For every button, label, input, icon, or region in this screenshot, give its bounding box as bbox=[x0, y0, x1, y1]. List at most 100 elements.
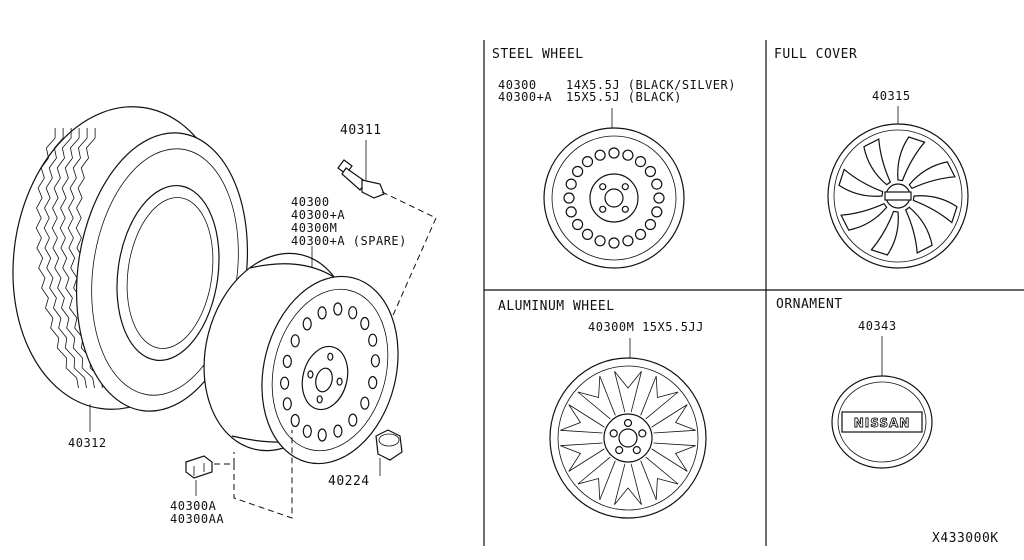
tire-illustration bbox=[12, 106, 249, 432]
vent-hole bbox=[317, 428, 327, 442]
aluminum-wheel-part-label: 40300M 15X5.5JJ bbox=[588, 320, 704, 334]
vent-hole bbox=[565, 206, 577, 218]
weight-leader-dashed bbox=[214, 430, 293, 519]
lug-hole bbox=[615, 446, 624, 455]
balance-weight-illustration bbox=[185, 455, 213, 496]
vent-hole bbox=[368, 333, 378, 347]
full-cover-title: FULL COVER bbox=[774, 47, 857, 62]
weight-part-label-1: 40300A bbox=[170, 499, 217, 513]
vent-hole bbox=[317, 306, 327, 320]
vent-hole bbox=[280, 376, 290, 390]
lug-hole bbox=[609, 429, 618, 438]
alu-spoke bbox=[640, 375, 679, 420]
vent-hole bbox=[571, 218, 584, 231]
cover-spoke bbox=[840, 202, 888, 231]
aluminum-wheel-lug-holes bbox=[609, 418, 647, 455]
vent-hole bbox=[282, 397, 292, 411]
cover-spoke bbox=[912, 195, 958, 224]
alu-spoke bbox=[560, 404, 605, 434]
vent-hole bbox=[333, 424, 343, 438]
vent-hole bbox=[348, 413, 358, 427]
vent-hole bbox=[651, 178, 663, 190]
lug-hole bbox=[632, 446, 641, 455]
cover-spoke bbox=[904, 206, 933, 254]
aluminum-wheel-title: ALUMINUM WHEEL bbox=[498, 299, 615, 314]
lug-hole bbox=[621, 183, 629, 191]
aluminum-wheel-spokes bbox=[560, 371, 696, 505]
vent-hole bbox=[644, 165, 657, 178]
diagram-code: X433000K bbox=[932, 531, 999, 546]
vent-hole bbox=[370, 354, 380, 368]
vent-hole bbox=[644, 218, 657, 231]
ornament-badge-text: NISSAN bbox=[854, 416, 911, 430]
alu-spoke bbox=[651, 442, 696, 472]
vent-hole bbox=[608, 147, 620, 159]
vent-hole bbox=[360, 316, 370, 331]
ornament-illustration: NISSAN bbox=[831, 375, 933, 469]
valve-illustration bbox=[337, 140, 385, 199]
lug-hole bbox=[316, 395, 323, 404]
alu-spoke bbox=[577, 375, 616, 420]
wheel-illustration bbox=[203, 246, 399, 465]
steel-wheel-illustration bbox=[543, 127, 685, 269]
weight-part-label-2: 40300AA bbox=[170, 512, 224, 526]
vent-hole bbox=[290, 334, 300, 348]
vent-hole bbox=[634, 156, 647, 168]
steel-wheel-vent-holes bbox=[563, 147, 665, 249]
tire-part-label: 40312 bbox=[68, 436, 107, 450]
aluminum-wheel-illustration bbox=[549, 357, 707, 519]
cover-spoke bbox=[838, 168, 884, 197]
full-cover-part-label: 40315 bbox=[872, 89, 911, 103]
alu-spoke bbox=[560, 442, 605, 472]
steel-wheel-lug-holes bbox=[599, 183, 629, 213]
vent-hole bbox=[622, 149, 634, 161]
ornament-part-label: 40343 bbox=[858, 319, 897, 333]
vent-hole bbox=[622, 235, 634, 247]
vent-hole bbox=[348, 306, 358, 320]
cover-spoke bbox=[870, 210, 899, 256]
vent-hole bbox=[282, 354, 292, 368]
panel-frame bbox=[483, 40, 1024, 546]
steel-wheel-part-2: 40300+A bbox=[498, 90, 552, 104]
cover-spoke bbox=[908, 161, 956, 190]
vent-hole bbox=[565, 178, 577, 190]
cover-spoke bbox=[863, 138, 892, 186]
vent-hole bbox=[333, 302, 343, 316]
full-cover-spokes bbox=[838, 136, 958, 256]
vent-hole bbox=[581, 156, 594, 168]
vent-hole bbox=[651, 206, 663, 218]
wheel-lug-holes bbox=[307, 352, 343, 404]
lug-hole bbox=[307, 370, 314, 379]
cover-spoke bbox=[897, 136, 926, 182]
lug-hole bbox=[623, 418, 633, 428]
alu-spoke bbox=[651, 404, 696, 434]
steel-wheel-spec-1: 14X5.5J (BLACK/SILVER) bbox=[566, 78, 736, 92]
vent-hole bbox=[290, 413, 300, 428]
lug-hole bbox=[621, 205, 629, 213]
wheel-part-labels: 40300 40300+A 40300M 40300+A (SPARE) bbox=[291, 195, 407, 248]
tread-groove bbox=[51, 128, 95, 389]
steel-wheel-title: STEEL WHEEL bbox=[492, 47, 584, 62]
wheel-part-label-3: 40300M bbox=[291, 221, 337, 235]
steel-wheel-spec-2: 15X5.5J (BLACK) bbox=[566, 90, 682, 104]
tread-groove bbox=[43, 128, 87, 389]
vent-hole bbox=[563, 192, 575, 204]
alu-spoke bbox=[614, 463, 642, 505]
alu-spoke bbox=[614, 371, 642, 413]
wheel-part-label-1: 40300 bbox=[291, 195, 330, 209]
vent-hole bbox=[302, 317, 312, 331]
lug-hole bbox=[599, 205, 607, 213]
vent-hole bbox=[368, 376, 378, 390]
vent-hole bbox=[594, 235, 606, 247]
vent-hole bbox=[571, 165, 584, 178]
vent-hole bbox=[634, 228, 647, 240]
vent-hole bbox=[653, 192, 665, 204]
lug-hole bbox=[599, 183, 607, 191]
vent-hole bbox=[360, 396, 370, 410]
wheel-part-label-2: 40300+A bbox=[291, 208, 345, 222]
vent-hole bbox=[302, 424, 312, 438]
wheel-part-label-4: 40300+A (SPARE) bbox=[291, 234, 407, 248]
lug-hole bbox=[638, 429, 647, 438]
full-cover-illustration bbox=[827, 123, 969, 269]
